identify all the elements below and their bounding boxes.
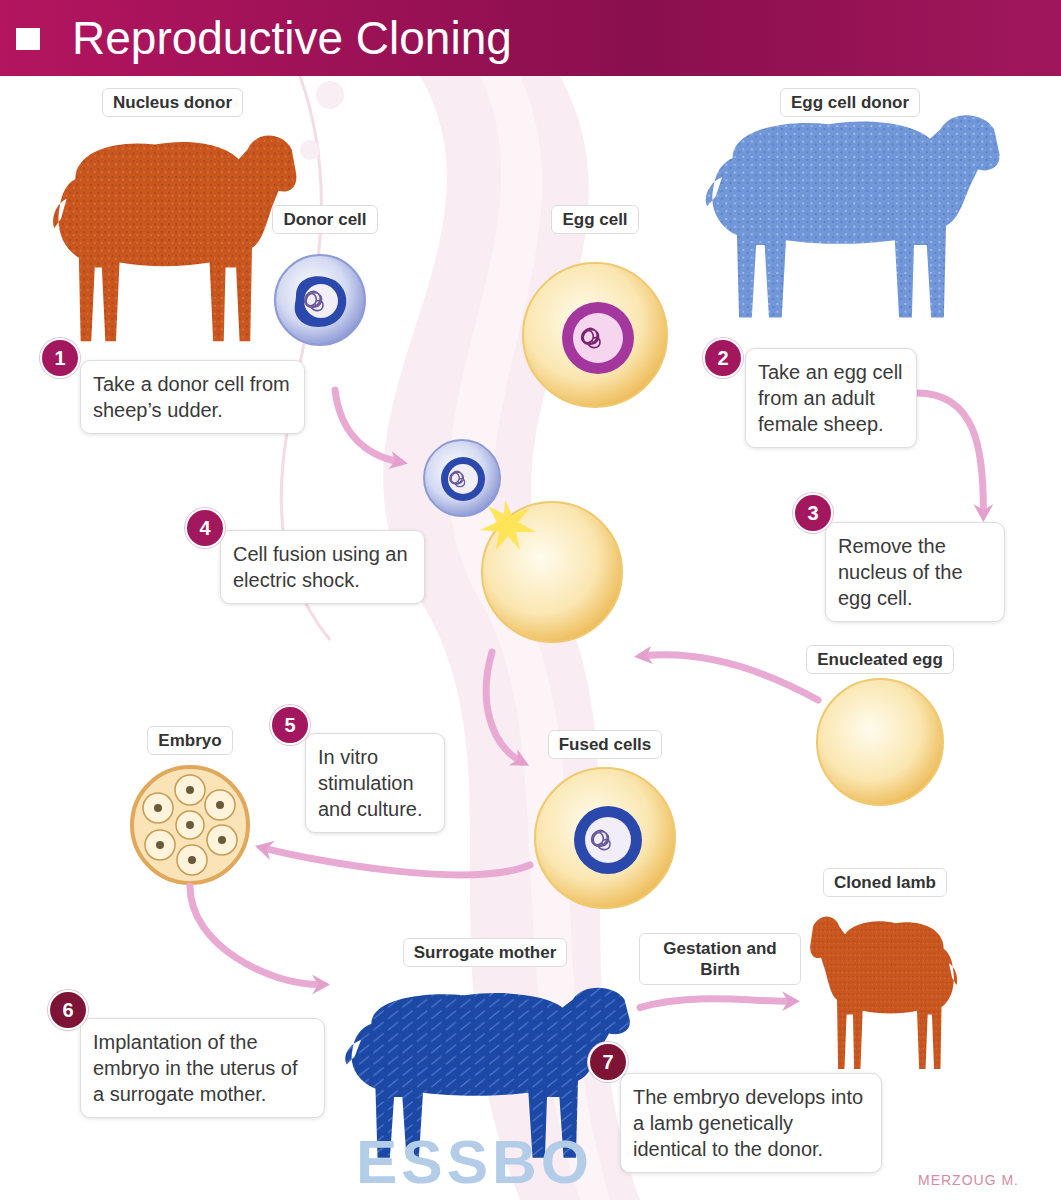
step-text: In vitro stimulation and culture. [318,744,432,822]
title-text: Reproductive Cloning [72,12,512,64]
step-text: The embryo develops into a lamb genetica… [633,1084,869,1162]
callout-number: 5 [270,705,310,745]
step-box: Cell fusion using an electric shock. [220,530,425,604]
arrowhead [782,991,800,1011]
title-icon [16,28,40,50]
watermark: ESSBO [356,1126,593,1197]
arrowhead [255,841,275,860]
connector-line [640,999,788,1008]
arrowhead [973,504,993,522]
arrowhead [312,974,330,994]
cell-figure: Egg cell [520,205,670,410]
figure-label: Embryo [147,726,232,755]
callout-number: 6 [48,990,88,1030]
step-text: Implantation of the embryo in the uterus… [93,1029,312,1107]
cell-figure: Donor cell [265,205,385,350]
callout-number: 4 [185,508,225,548]
lamb-figure: Cloned lamb [800,868,970,1083]
figure-label: Enucleated egg [806,645,954,674]
connector-line [190,886,318,984]
step-box: Implantation of the embryo in the uterus… [80,1018,325,1118]
connector-line [917,393,983,510]
flow-arrow [190,886,330,994]
callout-number: 1 [40,338,80,378]
figure-label: Donor cell [272,205,377,234]
callout-number: 7 [588,1042,628,1082]
connector-line [267,849,530,875]
step-text: Remove the nucleus of the egg cell. [838,533,992,611]
flow-arrow [255,841,530,875]
cell-figure: Fused cells [530,730,680,910]
step-box: Remove the nucleus of the egg cell. [825,522,1005,622]
cell-figure: Enucleated egg [800,645,960,807]
step-box: Take a donor cell from sheep’s udder. [80,360,305,434]
figure-label: Nucleus donor [102,88,243,117]
figure-label: Fused cells [548,730,663,759]
callout-number: 3 [793,493,833,533]
title-band: Reproductive Cloning [0,0,1061,76]
callout-number: 2 [703,338,743,378]
step-box: Take an egg cell from an adult female sh… [745,348,917,448]
figure-label: Cloned lamb [823,868,947,897]
sheep-figure: Nucleus donor [40,88,305,356]
author-credit: MERZOUG M. [918,1172,1019,1188]
embryo-figure: Embryo [125,726,255,886]
sheep-figure: Egg cell donor [690,88,1010,333]
figure-label: Egg cell donor [780,88,920,117]
figure-label: Egg cell [551,205,638,234]
edge-label: Gestation and Birth [639,933,801,985]
step-text: Take an egg cell from an adult female sh… [758,359,904,437]
figure-label: Surrogate mother [403,938,568,967]
step-text: Take a donor cell from sheep’s udder. [93,371,292,423]
step-text: Cell fusion using an electric shock. [233,541,412,593]
flow-arrow [640,991,800,1011]
flow-arrow [917,393,993,522]
step-box: The embryo develops into a lamb genetica… [620,1073,882,1173]
step-box: In vitro stimulation and culture. [305,733,445,833]
